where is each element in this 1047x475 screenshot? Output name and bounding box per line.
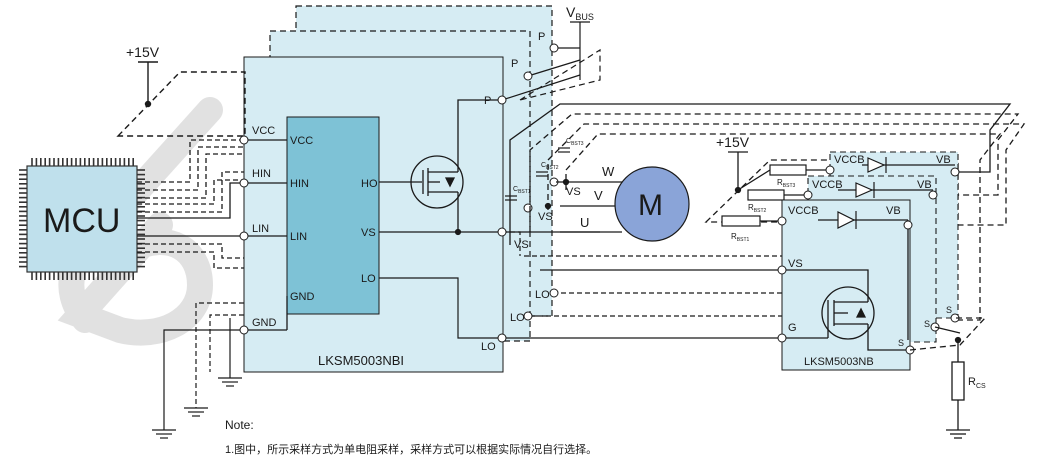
stack-pin-lo1: LO <box>481 341 496 353</box>
stack-pin-vs1: VS <box>514 239 529 251</box>
inner-pin-vs: VS <box>361 227 376 239</box>
low-pin-s-3: S <box>898 338 904 348</box>
inner-pin-lin: LIN <box>290 231 307 243</box>
high-side-mosfet <box>379 99 502 232</box>
mcu-label: MCU <box>43 202 120 240</box>
cbst3-label: CBST3 <box>566 138 584 147</box>
low-pin-vb-1: VB <box>936 154 951 166</box>
low-side-module-front <box>781 199 911 371</box>
low-pin-g: G <box>788 322 797 334</box>
inner-pin-ho: HO <box>361 178 378 190</box>
motor-phase-wires <box>544 178 624 233</box>
driver-left-pin-circles <box>239 135 249 335</box>
note-text: 1.图中，所示采样方式为单电阻采样，采样方式可以根据实际情况自行选择。 <box>225 444 598 456</box>
inner-pin-hin: HIN <box>290 178 309 190</box>
low-pin-vb-3: VB <box>886 205 901 217</box>
driver-ic-core <box>286 116 380 315</box>
stack-pin-lo2: LO <box>510 312 525 324</box>
vbus-label: VBUS <box>566 4 594 22</box>
phase-v-label: V <box>594 188 603 203</box>
low-pin-vccb-1: VCCB <box>834 154 865 166</box>
low-pin-vs: VS <box>788 258 803 270</box>
left-ground-network <box>152 302 244 439</box>
cbst2-label: CBST2 <box>541 162 559 171</box>
outer-pin-vcc: VCC <box>252 125 275 137</box>
rbst2-label: RBST2 <box>748 203 767 214</box>
stack-pin-p3: P <box>538 31 545 43</box>
outer-pin-gnd: GND <box>252 317 277 329</box>
phase-u-label: U <box>580 215 589 230</box>
vbus-rail <box>501 21 601 101</box>
bootstrap-capacitors <box>505 147 570 201</box>
cbst1-label: CBST1 <box>513 186 531 195</box>
motor-label: M <box>638 189 663 222</box>
right-15v-label: +15V <box>716 134 750 150</box>
bootstrap-bus-loops <box>509 103 1026 321</box>
stack-pin-circles <box>497 43 559 343</box>
rcs-label: RCS <box>968 376 986 390</box>
stack-pin-lo3: LO <box>535 289 550 301</box>
low-side-ic-name: LKSM5003NB <box>804 356 874 368</box>
rbst3-label: RBST3 <box>777 178 796 189</box>
shunt-network <box>909 317 987 439</box>
inner-pin-lo: LO <box>361 273 376 285</box>
low-pin-s-2: S <box>924 319 930 329</box>
stack-pin-p1: P <box>484 95 491 107</box>
outer-pin-hin: HIN <box>252 168 271 180</box>
low-pin-vb-2: VB <box>917 179 932 191</box>
mcu-chip <box>19 158 145 280</box>
stack-pin-vs3: VS <box>566 186 581 198</box>
motor-circle <box>614 166 690 242</box>
driver-right-wiring <box>379 228 782 339</box>
low-side-pin-circles <box>777 165 960 355</box>
bootstrap-diodes <box>818 157 955 229</box>
low-side-mosfet <box>782 220 910 351</box>
left-15v-plane <box>116 61 246 137</box>
rbst1-label: RBST1 <box>731 232 750 243</box>
left-15v-label: +15V <box>126 44 160 60</box>
stack-pin-p2: P <box>511 58 518 70</box>
driver-ic-name: LKSM5003NBI <box>318 353 404 368</box>
low-pin-vccb-2: VCCB <box>812 179 843 191</box>
phase-w-label: W <box>602 164 615 179</box>
inner-pin-vcc: VCC <box>290 135 313 147</box>
low-pin-vccb-3: VCCB <box>788 205 819 217</box>
mcu-signal-wires <box>137 139 288 331</box>
low-pin-s-1: S <box>946 305 952 315</box>
outer-pin-lin: LIN <box>252 223 269 235</box>
stack-pin-vs2: VS <box>538 211 553 223</box>
inner-pin-gnd: GND <box>290 291 315 303</box>
note-title: Note: <box>225 418 254 432</box>
